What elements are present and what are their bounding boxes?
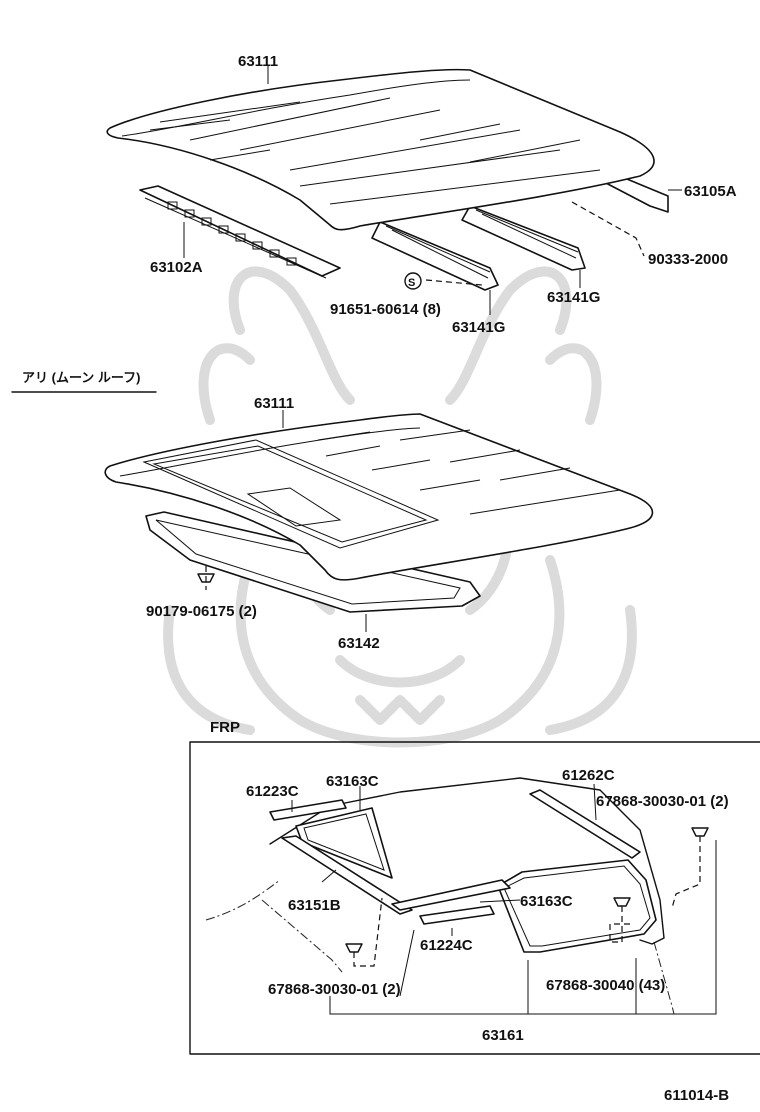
- frp-frame: [189, 741, 760, 1055]
- label-63141G-center: 63141G: [452, 319, 505, 336]
- label-61262C: 61262C: [562, 767, 615, 784]
- label-67868-30030-01-rear: 67868-30030-01 (2): [596, 793, 729, 810]
- circled-s-icon: [404, 272, 422, 290]
- diagram-id: 611014-B: [664, 1087, 729, 1104]
- label-63142: 63142: [338, 635, 380, 652]
- roof-moon-drawing: [104, 410, 654, 632]
- frp-drawing: [205, 777, 717, 1015]
- label-63102A: 63102A: [150, 259, 203, 276]
- label-63151B: 63151B: [288, 897, 341, 914]
- label-90179-06175: 90179-06175 (2): [146, 603, 257, 620]
- section-frp-title: FRP: [210, 719, 240, 736]
- label-90333-2000: 90333-2000: [648, 251, 728, 268]
- label-61223C: 61223C: [246, 783, 299, 800]
- label-63163C-top: 63163C: [326, 773, 379, 790]
- header-holes: [167, 201, 297, 266]
- label-63111-top: 63111: [238, 53, 278, 70]
- label-63163C-side: 63163C: [520, 893, 573, 910]
- label-67868-30030-01-front: 67868-30030-01 (2): [268, 981, 401, 998]
- section-moonroof-title: アリ (ムーン ルーフ): [22, 370, 140, 385]
- label-63105A: 63105A: [684, 183, 737, 200]
- screw-marker: S: [408, 277, 415, 289]
- label-63111-moon: 63111: [254, 395, 294, 412]
- label-61224C: 61224C: [420, 937, 473, 954]
- label-63161: 63161: [482, 1027, 524, 1044]
- label-91651-60614: 91651-60614 (8): [330, 301, 441, 318]
- roof-top-drawing: [106, 66, 682, 315]
- label-63141G-rear: 63141G: [547, 289, 600, 306]
- label-67868-30040: 67868-30040 (43): [546, 977, 665, 994]
